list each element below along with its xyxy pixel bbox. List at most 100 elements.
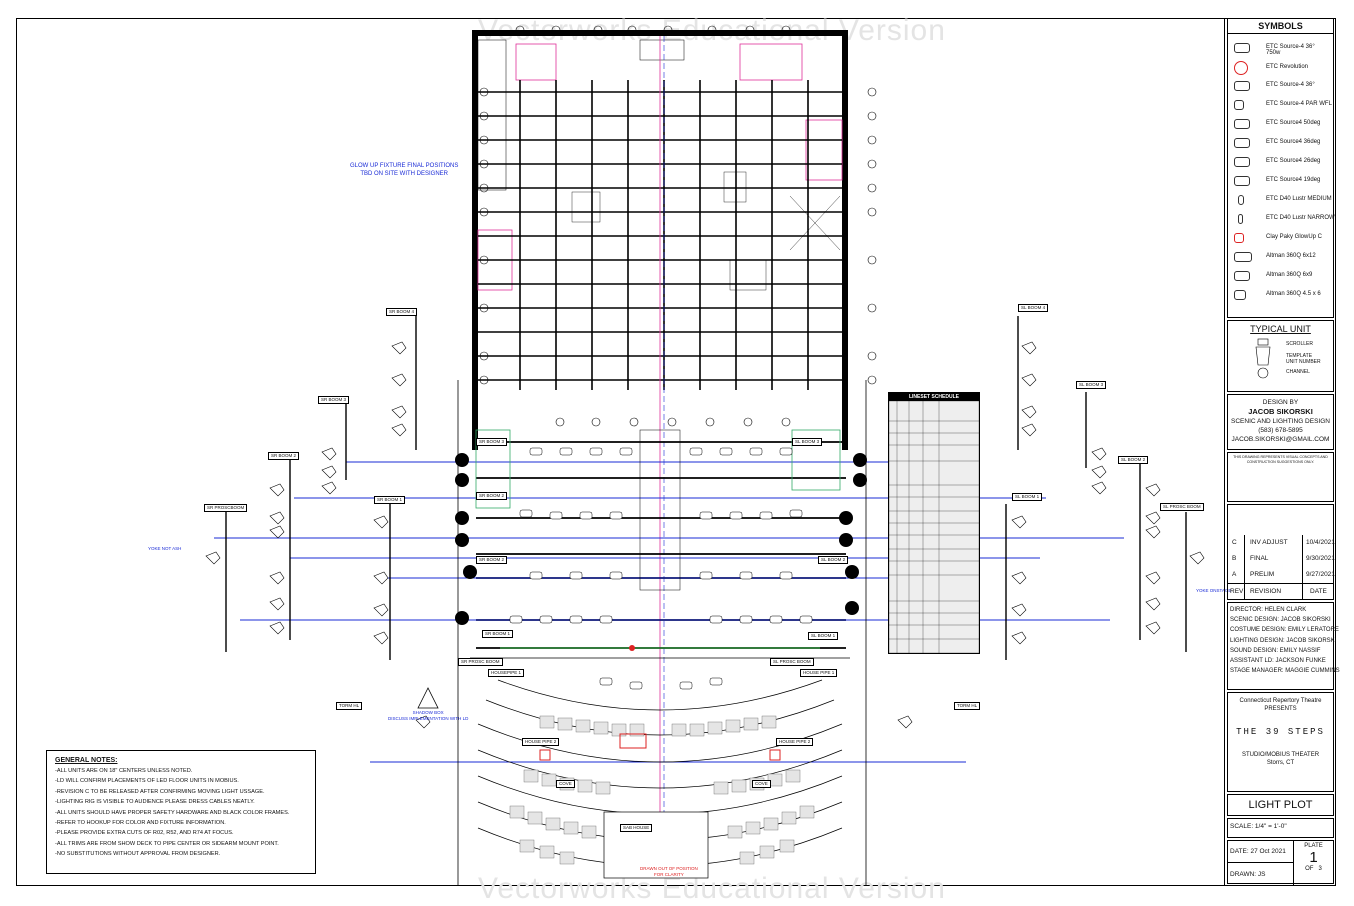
housepipe-1-left-label: HOUSEPIPE 1 [488,669,525,677]
cove-left-label: COVE [556,780,575,788]
note-item: -ALL TRIMS ARE FROM SHOW DECK TO PIPE CE… [55,840,279,847]
symbol-row: Altman 360Q 6x12 [1228,248,1333,266]
watermark-bottom: Vectorworks Educational Version [478,872,946,905]
torm-right-label: TORM HL [954,702,981,710]
presenter-org: Connecticut Repertory Theatre [1239,698,1322,704]
symbol-row: ETC D40 Lustr MEDIUM [1228,191,1333,209]
title-block: SYMBOLS ETC Source-4 36°750w ETC Revolut… [1224,18,1340,886]
sr-boom-1-low-label: SR BOOM 1 [482,630,514,638]
symbol-row: Altman 360Q 6x9 [1228,267,1333,285]
torm-left-label: TORM HL [336,702,363,710]
sl-prosc-boom-low-label: SL PROSC BOOM [770,658,814,666]
stage-pipes [476,441,846,649]
symbol-row: ETC Source-4 PAR WFL [1228,96,1333,114]
typical-unit: TYPICAL UNIT SCROLLER TEMPLATE UNIT NUMB… [1227,320,1334,392]
plate-of: OF [1305,866,1314,872]
plate-label: PLATE [1304,843,1323,849]
general-notes-title: GENERAL NOTES: [55,757,118,764]
lineset-markers [455,453,867,625]
drawn-text: DRAWN: JS [1228,863,1294,885]
symbol-row: ETC Revolution [1228,59,1333,77]
note-item: -PLEASE PROVIDE EXTRA CUTS OF R02, R52, … [55,830,234,837]
general-notes: GENERAL NOTES: -ALL UNITS ARE ON 18" CEN… [46,750,316,874]
plate-box: PLATE 1 OF 3 [1294,841,1333,883]
venue-city: Storrs, CT [1266,760,1295,766]
fixture-icon [1234,252,1252,262]
glowup-icon [1234,233,1244,243]
sheet-border [16,18,1336,886]
sl-boom-4-label: SL BOOM 4 [1018,304,1049,312]
crew-stage-manager: STAGE MANAGER: MAGGIE CUMMINS [1230,668,1340,675]
note-item: -REVISION C TO BE RELEASED AFTER CONFIRM… [55,788,265,795]
date-text: DATE: 27 Oct 2021 [1228,841,1294,863]
sr-boom-1-label: SR BOOM 1 [374,496,406,504]
sr-boom-3-mid-label: SR BOOM 3 [476,438,508,446]
sheet-title-block: LIGHT PLOT [1227,794,1334,816]
symbols-title: SYMBOLS [1228,19,1333,34]
sl-boom-1-label: SL BOOM 1 [1012,493,1043,501]
designer-company: SCENIC AND LIGHTING DESIGN [1231,418,1330,425]
sr-boom-2-label: SR BOOM 2 [268,452,300,460]
symbol-row: ETC Source-4 36°750w [1228,39,1333,57]
note-item: -LD WILL CONFIRM PLACEMENTS OF LED FLOOR… [55,778,239,785]
sr-prosc-boom-low-label: SR PROSC BOOM [458,658,503,666]
unit-number-label: UNIT NUMBER [1286,359,1321,365]
design-by-heading: DESIGN BY [1262,399,1299,406]
typical-unit-icon [1255,338,1271,379]
channel-label: CHANNEL [1286,369,1310,375]
note-item: -ALL UNITS SHOULD HAVE PROPER SAFETY HAR… [55,809,290,816]
fixtures [205,341,1205,729]
note-item: -LIGHTING RIG IS VISIBLE TO AUDIENCE PLE… [55,799,255,806]
fixture-icon [1234,138,1250,148]
plate-total: 3 [1318,866,1322,872]
symbol-row: ETC Source-4 36° [1228,77,1333,95]
crew-lighting: LIGHTING DESIGN: JACOB SIKORSKI [1230,637,1337,644]
show-title: THE 39 STEPS [1236,727,1325,737]
sl-boom-1-low-label: SL BOOM 1 [808,632,839,640]
light-plot-drawing [205,25,1205,886]
sl-boom-2-mid-label: SL BOOM 2 [818,556,849,564]
symbol-row: ETC Source4 19deg [1228,172,1333,190]
housepipe-2-right-label: HOUSE PIPE 2 [776,738,814,746]
symbol-row: ETC Source4 50deg [1228,115,1333,133]
symbol-row: ETC D40 Lustr NARROW [1228,210,1335,228]
production-block: Connecticut Repertory Theatre PRESENTS T… [1227,692,1334,792]
note-item: -ALL UNITS ARE ON 18" CENTERS UNLESS NOT… [55,768,193,774]
fixture-icon [1234,290,1246,300]
fixture-icon [1234,157,1250,167]
sr-boom-2-low-label: SR BOOM 2 [476,556,508,564]
symbols-legend: SYMBOLS ETC Source-4 36°750w ETC Revolut… [1227,18,1335,318]
d40-medium-icon [1238,195,1244,205]
crew-list: DIRECTOR: HELEN CLARK SCENIC DESIGN: JAC… [1227,602,1340,690]
sl-boom-3-mid-label: SL BOOM 3 [792,438,823,446]
sl-boom-2-label: SL BOOM 2 [1118,456,1149,464]
venue-name: STUDIO/MOBIUS THEATER [1241,752,1320,758]
sr-boom-3-label: SR BOOM 3 [318,396,350,404]
fixture-icon [1234,119,1250,129]
symbol-row: ETC Source4 36deg [1228,134,1333,152]
template-label: TEMPLATE [1286,353,1313,359]
presents-text: PRESENTS [1264,706,1297,712]
symbol-row: ETC Source4 26deg [1228,153,1333,171]
plate-number: 1 [1309,849,1318,866]
par-icon [1234,100,1244,110]
lineset-schedule: LINESET SCHEDULE [888,392,980,654]
disclaimer-block: THIS DRAWING REPRESENTS VISUAL CONCEPTS … [1227,452,1334,502]
note-item: -REFER TO HOOKUP FOR COLOR AND FIXTURE I… [55,820,226,827]
booms [225,316,1187,660]
typical-unit-title: TYPICAL UNIT [1250,324,1311,334]
fixture-icon [1234,176,1250,186]
scroller-label: SCROLLER [1286,341,1313,347]
crew-sound: SOUND DESIGN: EMILY NASSIF [1230,647,1321,654]
yoke-left-note: YOKE NOT ASH [148,546,182,551]
sidearm-lines [214,461,1124,763]
sl-boom-3-label: SL BOOM 3 [1076,381,1107,389]
